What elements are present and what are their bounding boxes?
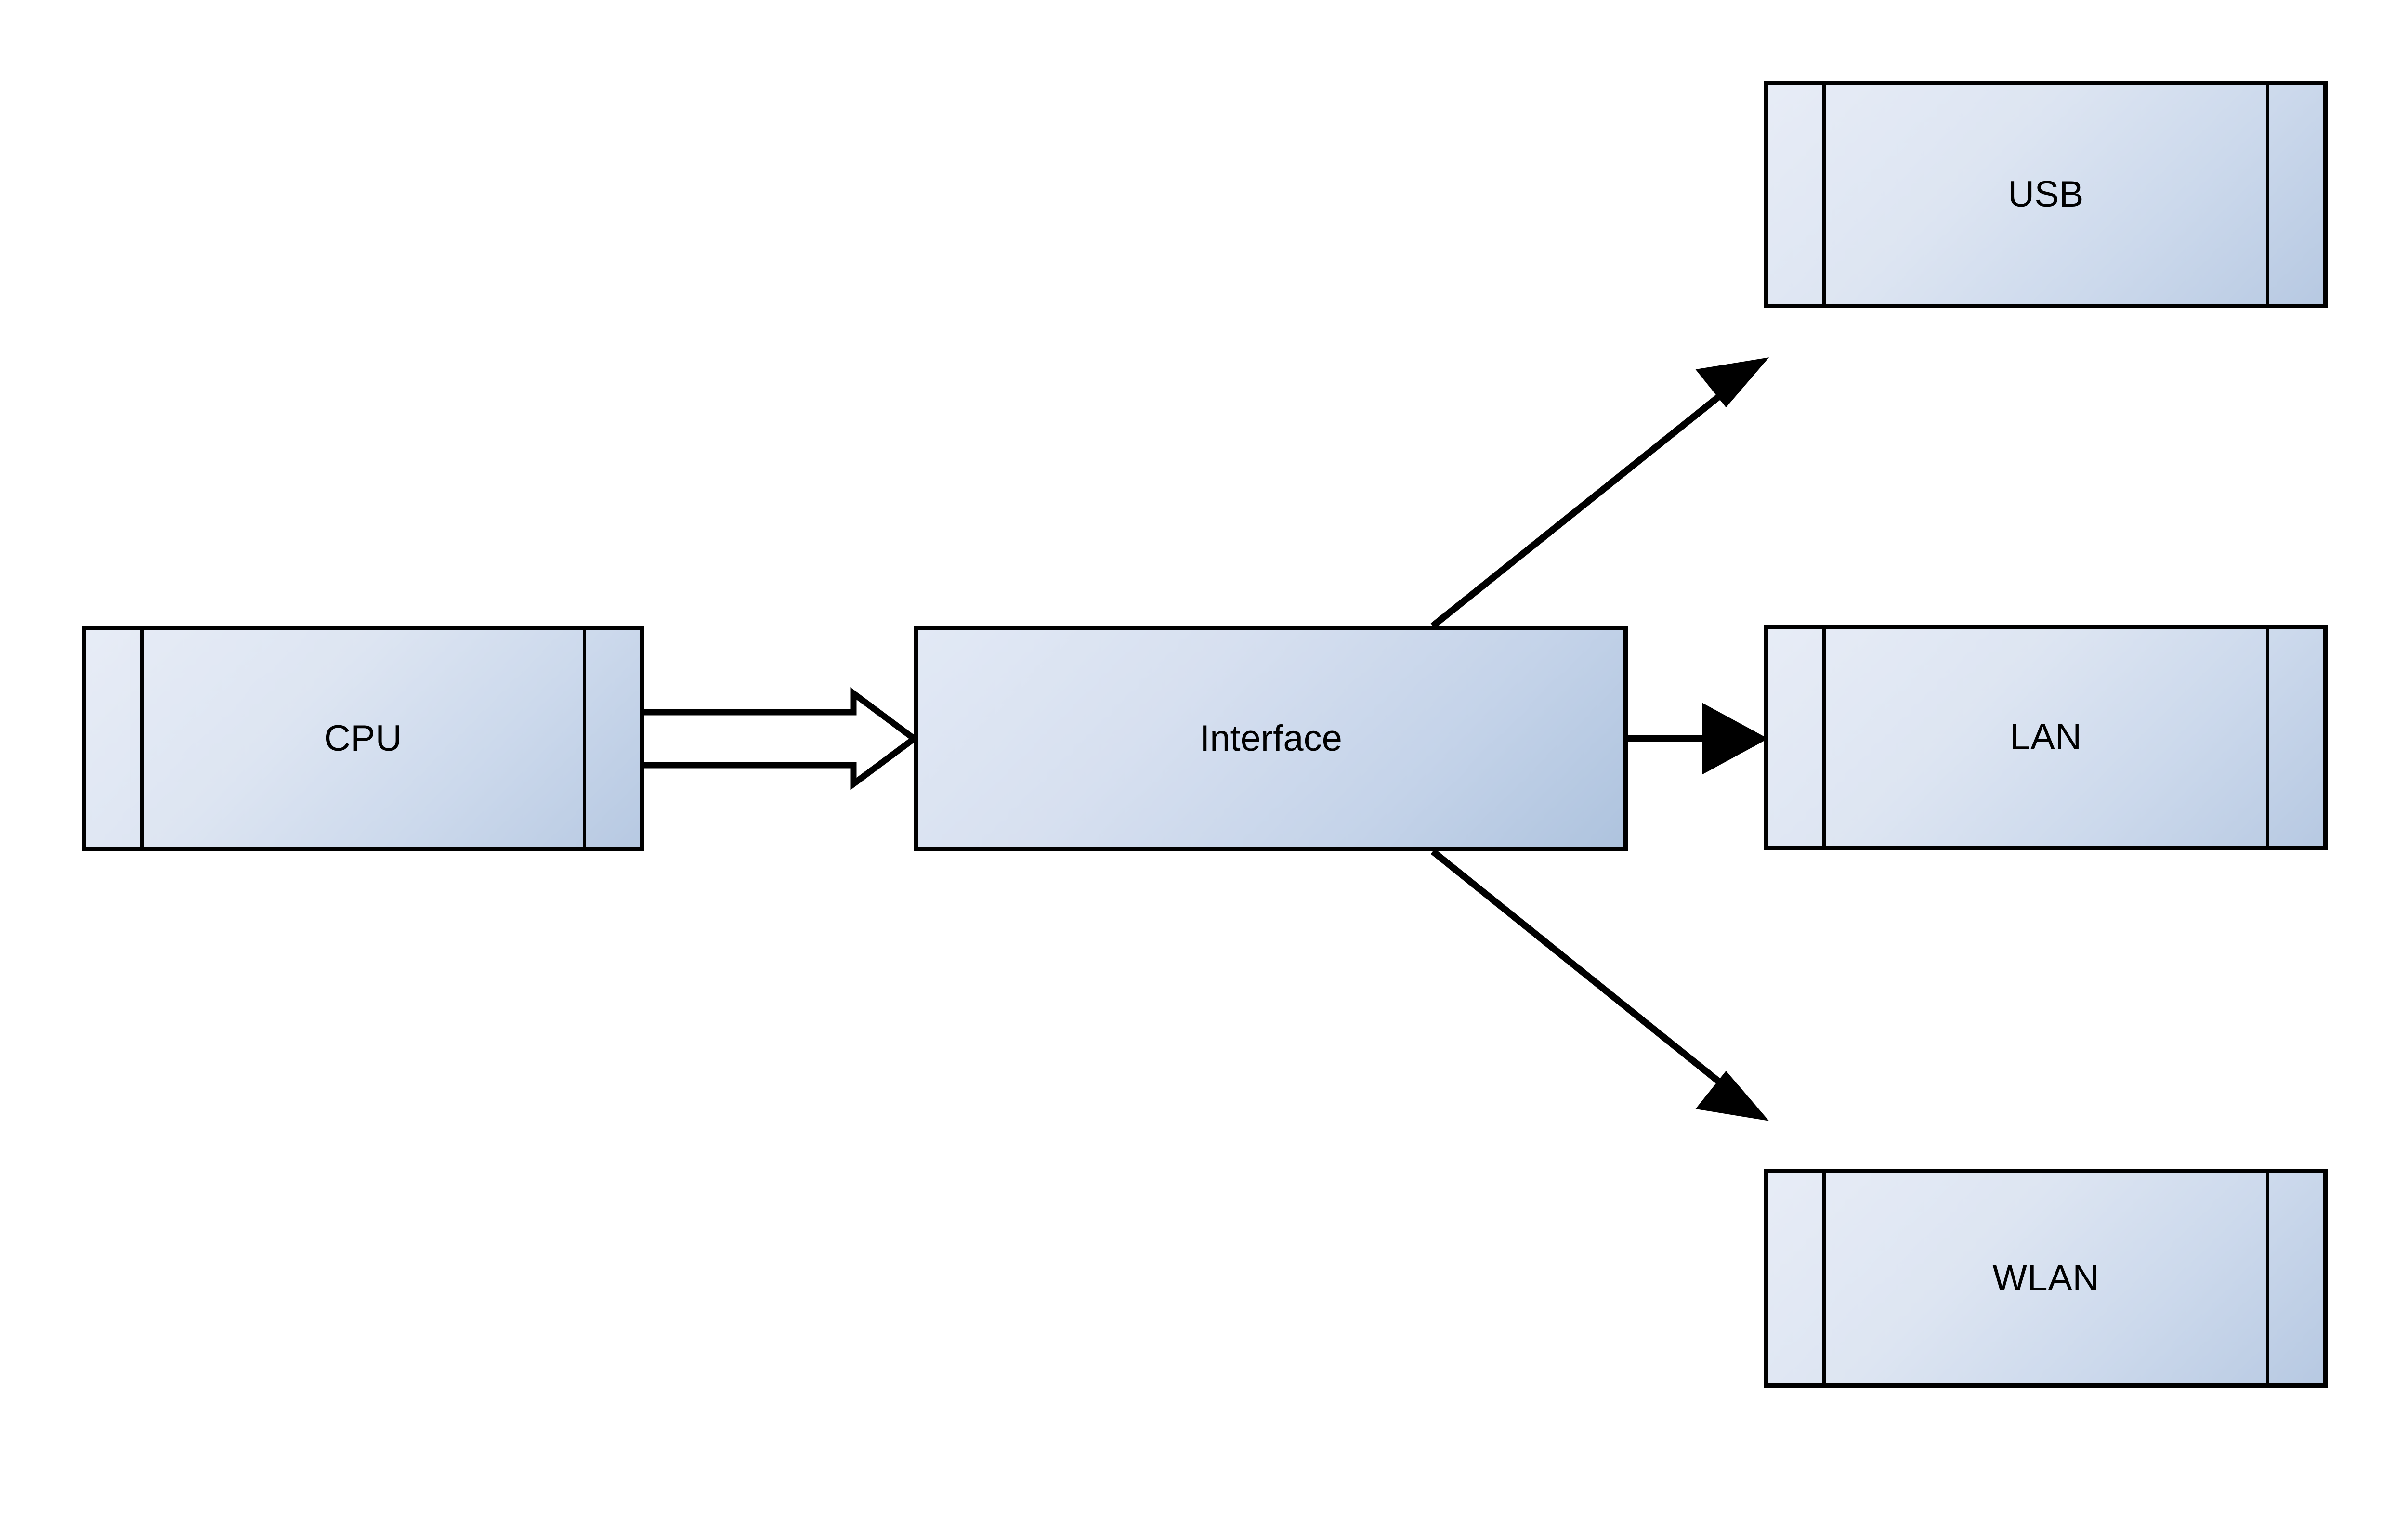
usb-right-divider xyxy=(2266,85,2269,304)
usb-left-divider xyxy=(1822,85,1826,304)
lan-right-divider xyxy=(2266,629,2269,846)
cpu-left-divider xyxy=(140,630,144,847)
node-lan[interactable]: LAN xyxy=(1764,625,2328,850)
node-cpu-label: CPU xyxy=(324,718,402,759)
node-cpu[interactable]: CPU xyxy=(82,626,644,851)
node-usb-label: USB xyxy=(2008,174,2084,215)
node-lan-label: LAN xyxy=(2010,717,2082,757)
node-wlan-label: WLAN xyxy=(1992,1258,2099,1299)
wlan-right-divider xyxy=(2266,1173,2269,1383)
node-wlan[interactable]: WLAN xyxy=(1764,1169,2328,1388)
edge-interface-to-wlan[interactable] xyxy=(1430,848,1769,1121)
node-interface-label: Interface xyxy=(1200,718,1342,759)
edge-interface-to-usb[interactable] xyxy=(1430,357,1769,629)
wlan-left-divider xyxy=(1822,1173,1826,1383)
cpu-right-divider xyxy=(583,630,586,847)
node-usb[interactable]: USB xyxy=(1764,81,2328,308)
node-interface[interactable]: Interface xyxy=(914,626,1628,851)
edge-interface-to-lan[interactable] xyxy=(1628,703,1768,775)
lan-left-divider xyxy=(1822,629,1826,846)
edge-cpu-to-interface[interactable] xyxy=(644,687,919,790)
